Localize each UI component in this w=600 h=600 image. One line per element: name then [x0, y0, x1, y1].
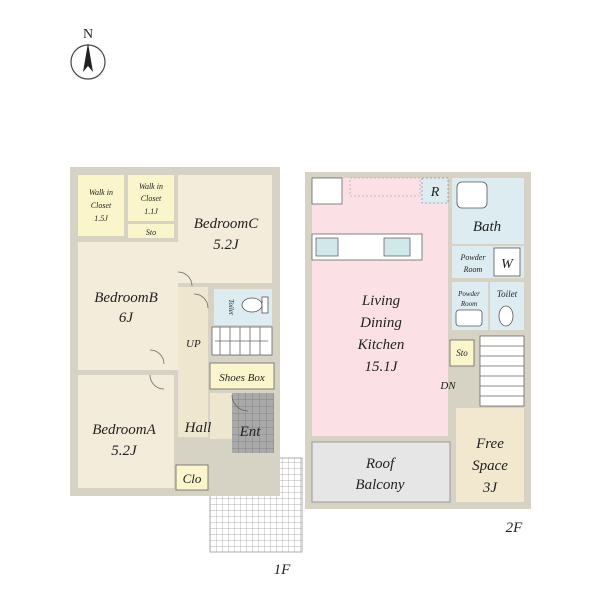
- shoes-box-label: Shoes Box: [219, 372, 265, 384]
- wic-a-line2: Closet: [91, 201, 112, 210]
- bedroom-a: [78, 375, 174, 488]
- wic-b-line2: Closet: [141, 194, 162, 203]
- shoes-box: [209, 362, 275, 390]
- bedroom-c: [178, 175, 272, 283]
- wic-a-line1: Walk in: [89, 188, 113, 197]
- wic-b-line3: 1.1J: [144, 207, 158, 216]
- powder-mid-line1: Powder: [457, 290, 480, 298]
- bedroom-b: [78, 242, 178, 370]
- bath-label: Bath: [473, 219, 501, 235]
- roof-balcony: [311, 441, 451, 503]
- bedroom-a-size: 5.2J: [111, 443, 138, 459]
- powder-mid-line2: Room: [460, 300, 477, 308]
- bedroom-c-name: BedroomC: [194, 216, 259, 232]
- dn-label: DN: [439, 380, 456, 392]
- 2f-sto: [449, 339, 475, 367]
- w-label: W: [501, 257, 514, 272]
- 1f-sto: [128, 224, 174, 238]
- bedroom-a-name: BedroomA: [92, 422, 156, 438]
- walk-in-closet-b: [128, 175, 174, 221]
- hall-label: Hall: [184, 420, 212, 436]
- entrance: [232, 393, 274, 453]
- wic-a-line3: 1.5J: [94, 214, 108, 223]
- ldk-line2: Dining: [359, 315, 402, 331]
- powder-top-line2: Room: [463, 265, 483, 274]
- washer-icon: [493, 247, 521, 277]
- up-label: UP: [186, 338, 201, 350]
- 1f-toilet-label: Toilet: [227, 299, 235, 316]
- stove-icon: [315, 237, 339, 257]
- free-space-line1: Free: [475, 436, 504, 452]
- floor-1f: Walk in Closet 1.5J Walk in Closet 1.1J …: [70, 167, 303, 578]
- sink-icon: [383, 237, 411, 257]
- ldk-line3: Kitchen: [357, 337, 405, 353]
- floor-2f-label: 2F: [506, 520, 524, 536]
- 2f-toilet-label: Toilet: [497, 289, 518, 299]
- clo-label: Clo: [183, 471, 202, 486]
- 2f-sto-label: Sto: [456, 348, 468, 358]
- powder-top-line1: Powder: [460, 253, 487, 262]
- 2f-stairs: [479, 335, 525, 407]
- toilet-icon: [241, 297, 263, 313]
- basin-icon: [455, 309, 483, 327]
- ent-label: Ent: [239, 424, 262, 440]
- compass: N: [70, 27, 106, 80]
- bedroom-b-size: 6J: [119, 310, 135, 326]
- roof-balcony-line2: Balcony: [355, 477, 404, 493]
- free-space-line3: 3J: [482, 480, 499, 496]
- clo: [175, 464, 209, 491]
- free-space-line2: Space: [472, 458, 508, 474]
- free-space: [456, 408, 524, 502]
- ldk-line1: Living: [361, 293, 401, 309]
- bathtub-icon: [456, 181, 488, 209]
- ldk-line4: 15.1J: [365, 359, 399, 375]
- walk-in-closet-a: [78, 175, 124, 236]
- compass-north-label: N: [83, 27, 93, 42]
- 2f-toilet-icon: [498, 305, 514, 327]
- r-label: R: [430, 185, 440, 200]
- bedroom-b-name: BedroomB: [94, 290, 158, 306]
- north-arrow-icon: [83, 43, 93, 72]
- wic-b-line1: Walk in: [139, 182, 163, 191]
- hall: [178, 287, 208, 437]
- floor-2f: R Bath Powder Room W Powder Room Toilet …: [305, 172, 531, 536]
- ldk: [312, 178, 448, 436]
- 1f-sto-label: Sto: [146, 228, 156, 237]
- r-box: [421, 177, 449, 204]
- bedroom-c-size: 5.2J: [213, 237, 240, 253]
- roof-balcony-line1: Roof: [365, 456, 396, 472]
- floor-1f-label: 1F: [274, 562, 292, 578]
- hall-lower: [210, 393, 232, 439]
